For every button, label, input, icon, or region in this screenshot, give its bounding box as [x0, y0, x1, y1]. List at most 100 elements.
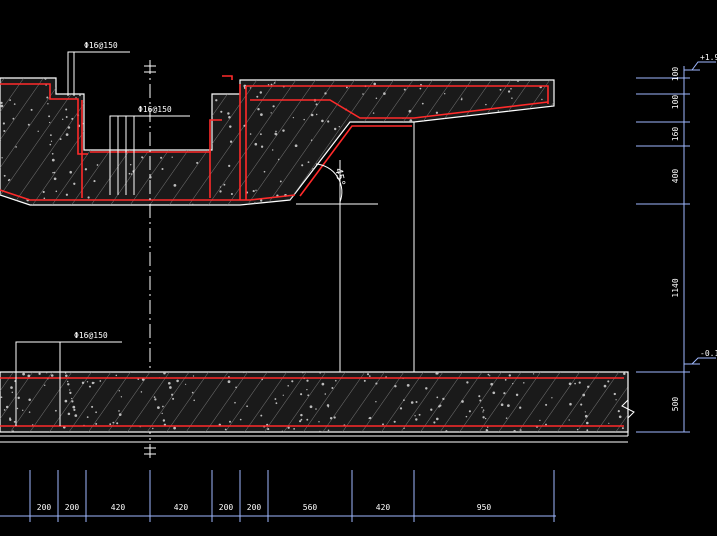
aggregate-dot [229, 420, 231, 423]
elevation-label-top: +1.90 [700, 53, 717, 62]
break-symbol [621, 372, 635, 436]
aggregate-dot [13, 421, 16, 423]
aggregate-dot [505, 417, 508, 419]
aggregate-dot [307, 161, 310, 164]
aggregate-dot [239, 418, 242, 421]
aggregate-dot [419, 87, 422, 90]
aggregate-dot [461, 97, 463, 99]
top-section: Φ16@150 Φ16@150 45° [0, 41, 555, 206]
aggregate-dot [414, 159, 417, 162]
aggregate-dot [335, 379, 337, 382]
aggregate-dot [438, 405, 441, 408]
aggregate-dot [523, 382, 525, 384]
aggregate-dot [275, 402, 278, 405]
aggregate-dot [5, 405, 9, 409]
aggregate-dot [586, 429, 589, 432]
aggregate-dot [372, 112, 375, 114]
aggregate-dot [282, 394, 284, 396]
aggregate-dot [112, 421, 115, 424]
aggregate-dot [65, 193, 69, 196]
aggregate-dot [38, 372, 41, 375]
hdim-label-4: 420 [174, 503, 189, 512]
aggregate-dot [65, 108, 68, 111]
aggregate-dot [435, 372, 438, 375]
aggregate-dot [532, 143, 535, 145]
aggregate-dot [249, 87, 252, 89]
aggregate-dot [50, 134, 52, 137]
aggregate-dot [445, 430, 448, 432]
aggregate-dot [86, 381, 89, 383]
aggregate-dot [326, 404, 330, 407]
aggregate-dot [134, 133, 137, 136]
aggregate-dot [228, 115, 231, 119]
aggregate-dot [617, 410, 620, 413]
aggregate-dot [43, 384, 46, 387]
aggregate-dot [219, 186, 222, 188]
aggregate-dot [69, 170, 72, 174]
aggregate-dot [618, 415, 622, 419]
aggregate-dot [300, 393, 303, 396]
aggregate-dot [267, 428, 270, 431]
aggregate-dot [623, 372, 626, 376]
aggregate-dot [277, 158, 280, 161]
aggregate-dot [92, 75, 95, 78]
aggregate-dot [309, 405, 313, 409]
aggregate-dot [466, 381, 469, 384]
hdim-label-1: 200 [37, 503, 52, 512]
aggregate-dot [481, 406, 483, 409]
aggregate-dot [607, 380, 610, 383]
aggregate-dot [11, 391, 14, 394]
top-rebar-hook [222, 75, 233, 80]
aggregate-dot [327, 429, 330, 432]
aggregate-dot [227, 380, 231, 384]
aggregate-dot [587, 385, 590, 388]
top-section-hatch [0, 78, 554, 205]
aggregate-dot [321, 382, 325, 386]
aggregate-dot [15, 146, 17, 148]
hdim-label-3: 420 [111, 503, 126, 512]
aggregate-dot [55, 190, 58, 193]
aggregate-dot [416, 194, 420, 197]
aggregate-dot [161, 167, 164, 171]
aggregate-dot [375, 97, 378, 100]
aggregate-dot [321, 119, 324, 123]
aggregate-dot [584, 411, 586, 413]
vdim-label-5: 1140 [671, 278, 680, 297]
aggregate-dot [375, 382, 378, 385]
aggregate-dot [585, 421, 589, 425]
aggregate-dot [71, 117, 74, 120]
aggregate-dot [515, 393, 519, 397]
aggregate-dot [71, 400, 74, 403]
aggregate-dot [415, 400, 418, 404]
aggregate-dot [576, 428, 579, 431]
rebar-label-top-mid: Φ16@150 [138, 105, 172, 114]
aggregate-dot [306, 388, 308, 391]
aggregate-dot [7, 179, 10, 182]
aggregate-dot [64, 399, 68, 403]
aggregate-dot [366, 140, 369, 142]
aggregate-dot [228, 164, 231, 168]
aggregate-dot [327, 406, 330, 408]
aggregate-dot [394, 384, 397, 388]
aggregate-dot [315, 408, 317, 410]
aggregate-dot [318, 421, 320, 423]
aggregate-dot [281, 430, 284, 432]
aggregate-dot [410, 401, 414, 404]
aggregate-dot [436, 195, 439, 198]
aggregate-dot [300, 413, 303, 417]
aggregate-dot [52, 171, 54, 174]
vdim-label-6: 500 [671, 397, 680, 412]
vdim-label-2: 100 [671, 95, 680, 110]
angle-arc [315, 163, 343, 203]
aggregate-dot [300, 418, 303, 421]
aggregate-dot [369, 168, 371, 170]
aggregate-dot [137, 94, 140, 97]
aggregate-dot [340, 146, 343, 148]
hdim-label-5: 200 [219, 503, 234, 512]
aggregate-dot [403, 399, 405, 402]
aggregate-dot [423, 121, 426, 124]
aggregate-dot [196, 161, 199, 164]
aggregate-dot [43, 197, 46, 200]
aggregate-dot [16, 407, 19, 410]
